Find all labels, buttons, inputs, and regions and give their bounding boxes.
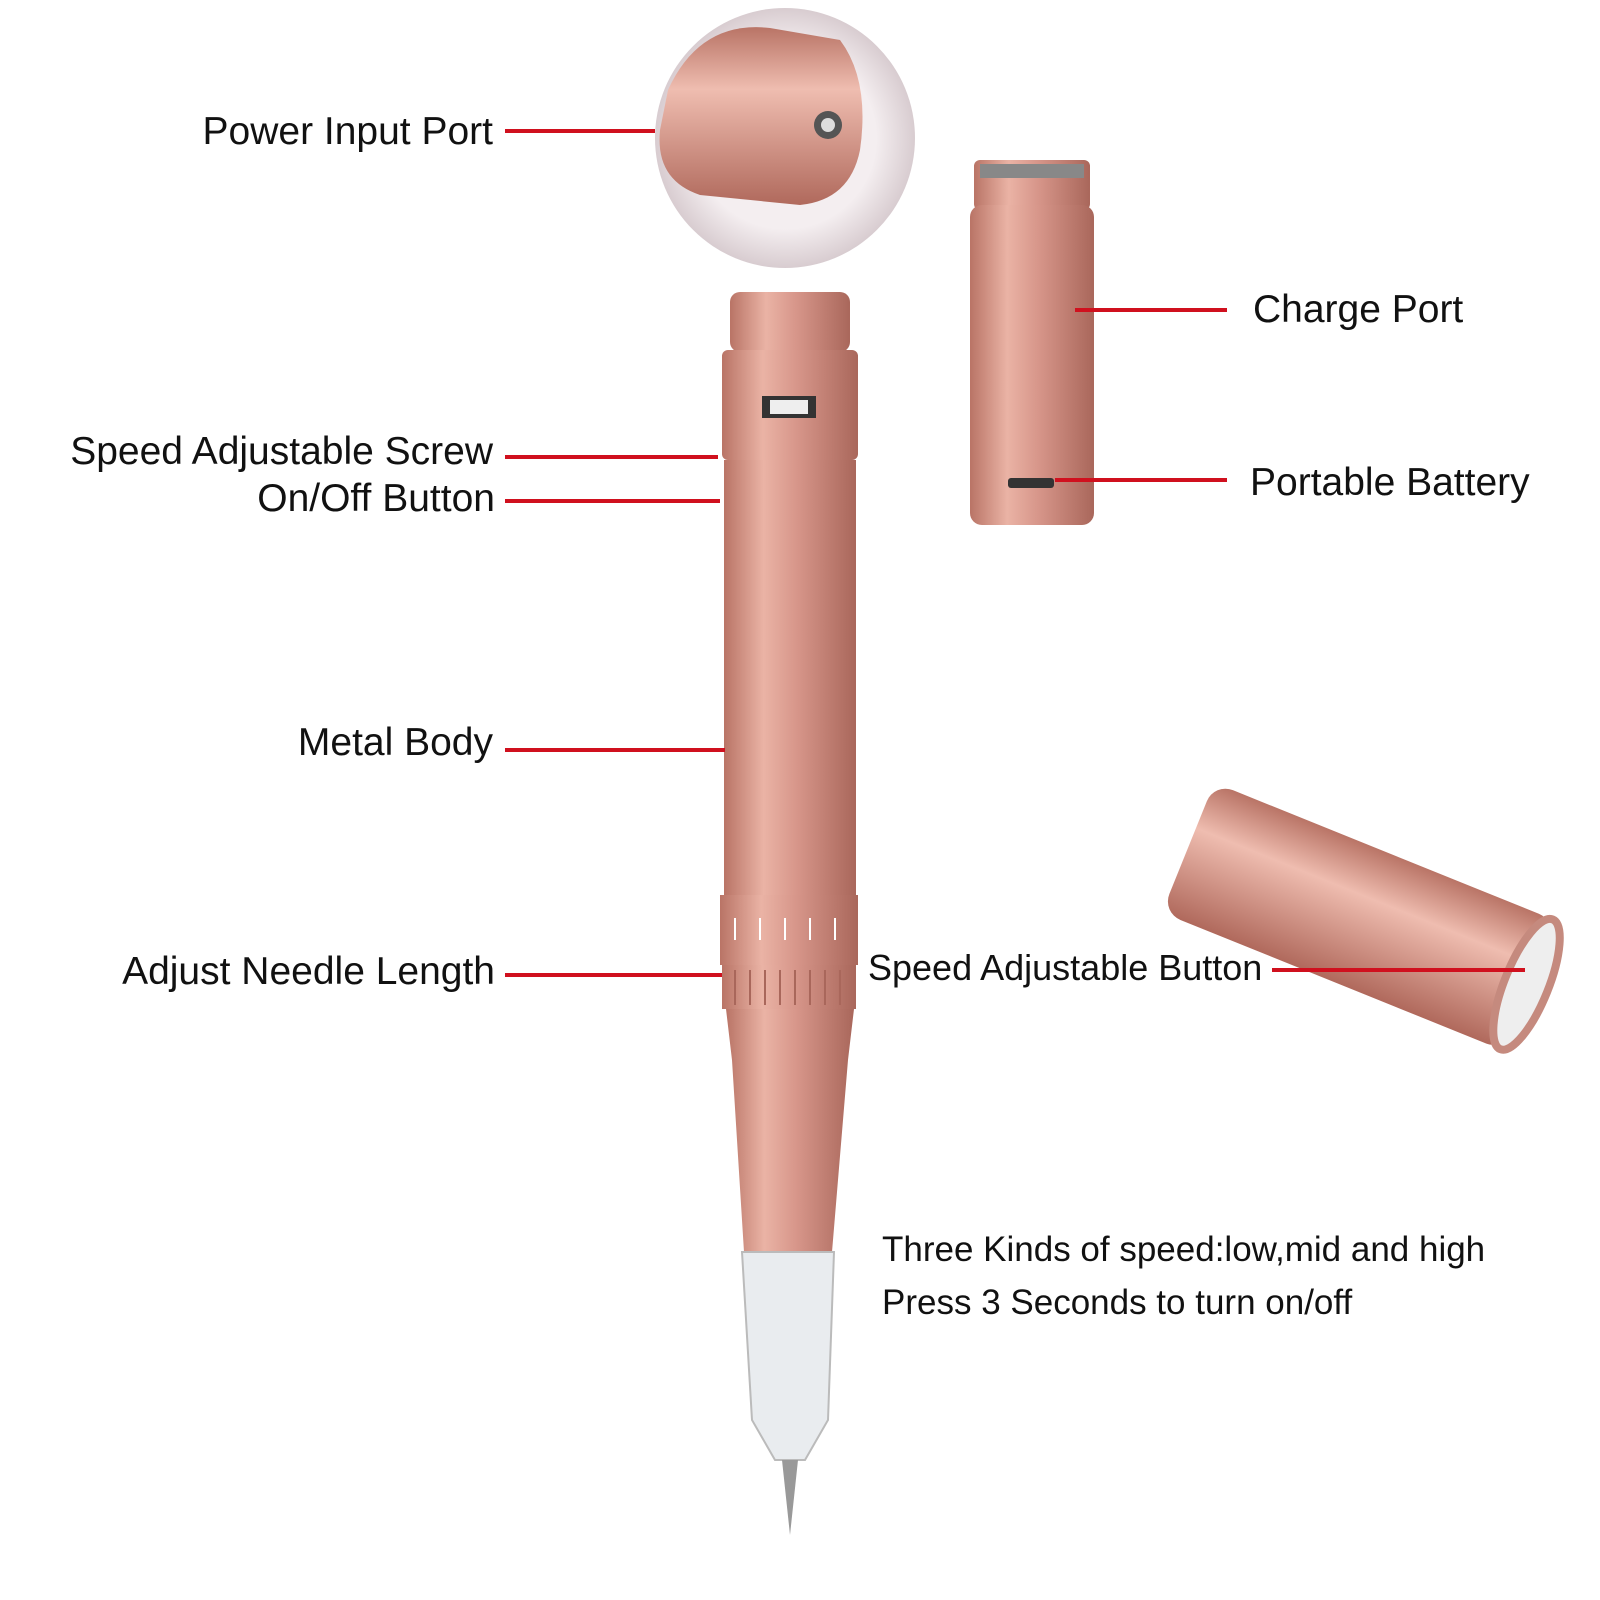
- pen-device: [720, 292, 858, 1535]
- portable-battery-tilted: [1167, 788, 1564, 1054]
- label-adjust-needle-length: Adjust Needle Length: [122, 950, 495, 993]
- label-portable-battery: Portable Battery: [1250, 461, 1530, 504]
- note-speed-modes: Three Kinds of speed:low,mid and high: [882, 1230, 1486, 1269]
- label-charge-port: Charge Port: [1253, 288, 1464, 331]
- label-metal-body: Metal Body: [297, 721, 493, 764]
- portable-battery-upright: [970, 160, 1094, 525]
- label-speed-adjustable-screw: Speed Adjustable Screw: [70, 430, 493, 473]
- leader-lines: [505, 129, 1525, 977]
- power-port-inset: [655, 8, 915, 268]
- label-power-input-port: Power Input Port: [202, 110, 493, 153]
- label-on-off-button: On/Off Button: [257, 477, 495, 520]
- label-speed-adjustable-button: Speed Adjustable Button: [868, 947, 1263, 988]
- note-power-toggle: Press 3 Seconds to turn on/off: [882, 1283, 1353, 1322]
